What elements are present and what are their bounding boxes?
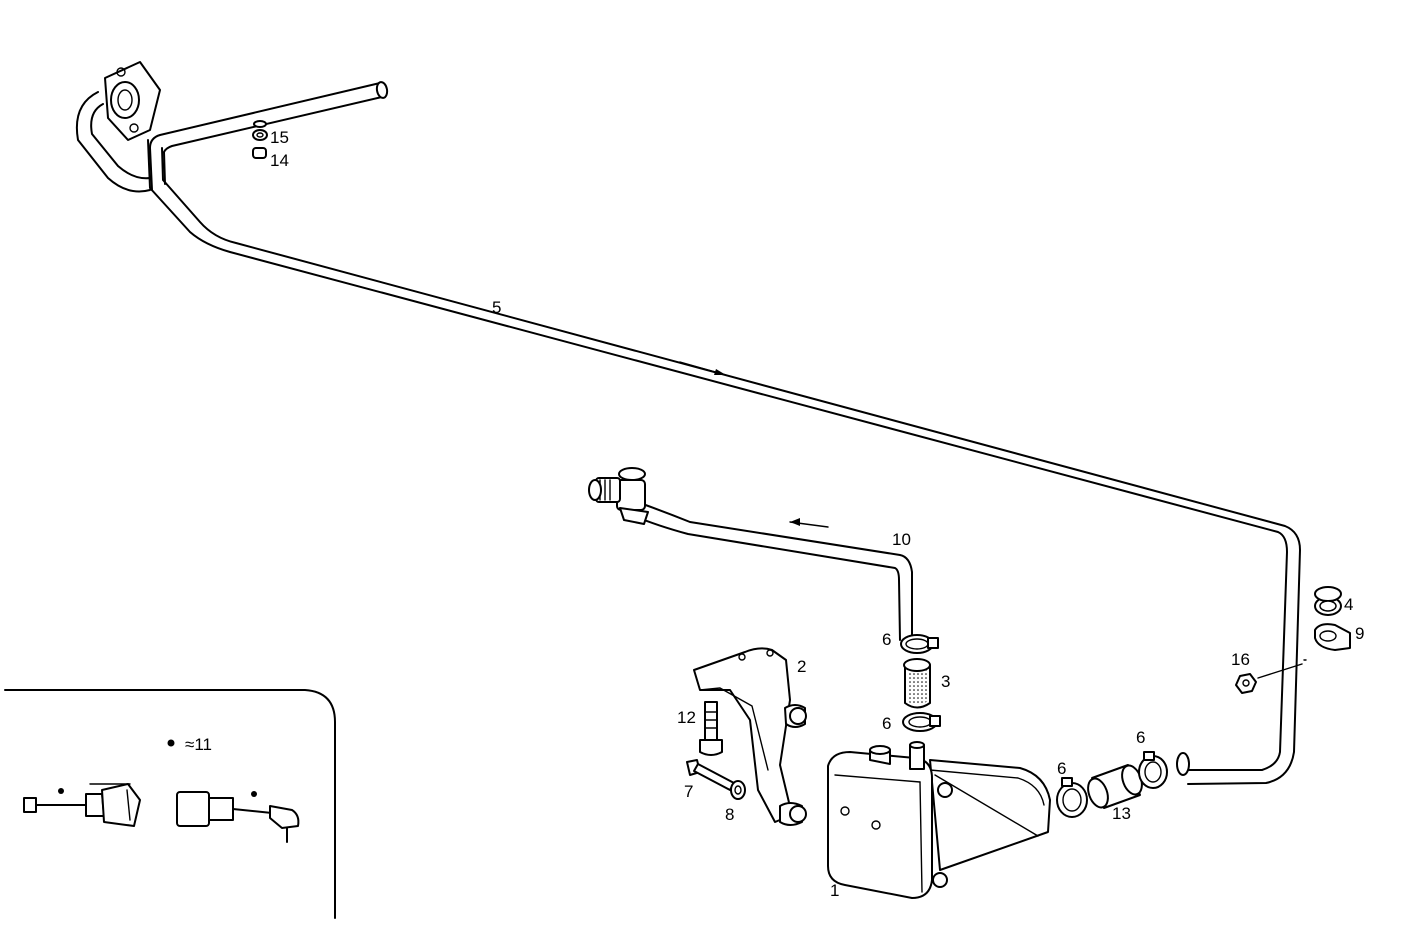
label-part-14: 14	[270, 151, 289, 170]
fuel-tank-1	[827, 741, 1051, 899]
label-part-2: 2	[797, 657, 806, 676]
hose-clamp-6-lower	[902, 712, 941, 732]
label-part-6c: 6	[1057, 759, 1066, 778]
leader-16	[1257, 663, 1303, 679]
nut-15	[252, 120, 268, 141]
label-part-6a: 6	[882, 630, 891, 649]
inset-panel: ≈11	[4, 689, 336, 919]
flow-arrow-right-icon	[679, 361, 727, 376]
grommet-4	[1314, 586, 1342, 616]
clip-9	[1314, 623, 1351, 651]
label-part-8: 8	[725, 805, 734, 824]
bracket-2	[693, 647, 807, 826]
label-part-9: 9	[1355, 624, 1364, 643]
label-part-15: 15	[270, 128, 289, 147]
label-part-3: 3	[941, 672, 950, 691]
bolt-12	[699, 701, 723, 756]
flow-arrow-left-icon	[789, 518, 829, 528]
fuel-filter-3	[903, 658, 931, 709]
hose-clamp-6-upper	[900, 634, 939, 654]
return-line-10	[588, 467, 913, 641]
legend-bullet-icon	[167, 739, 175, 747]
hose-clamp-6-left	[1056, 777, 1088, 818]
label-part-4: 4	[1344, 595, 1353, 614]
label-part-12: 12	[677, 708, 696, 727]
label-part-13: 13	[1112, 804, 1131, 823]
hose-13	[1087, 764, 1143, 809]
bolt-7	[686, 759, 735, 791]
connector-a	[23, 783, 141, 827]
nut-16	[1235, 673, 1257, 694]
fuel-line-5	[76, 61, 1301, 785]
washer-8	[730, 780, 746, 800]
label-part-10: 10	[892, 530, 911, 549]
connector-b	[176, 791, 300, 843]
label-part-5: 5	[492, 298, 501, 317]
label-part-1: 1	[830, 881, 839, 900]
label-part-7: 7	[684, 782, 693, 801]
hose-clamp-6-right	[1138, 751, 1168, 789]
label-part-6b: 6	[882, 714, 891, 733]
inset-legend-text: ≈11	[185, 735, 212, 754]
label-part-6d: 6	[1136, 728, 1145, 747]
washer-14	[252, 147, 267, 159]
label-part-16: 16	[1231, 650, 1250, 669]
